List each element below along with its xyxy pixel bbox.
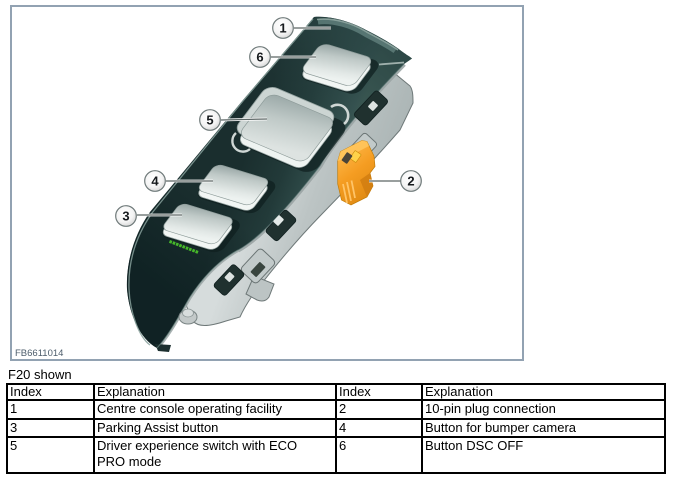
svg-text:2: 2 xyxy=(407,174,414,189)
svg-text:1: 1 xyxy=(279,21,286,36)
svg-text:5: 5 xyxy=(206,113,213,128)
svg-text:3: 3 xyxy=(122,209,129,224)
svg-text:4: 4 xyxy=(151,174,159,189)
svg-text:6: 6 xyxy=(256,50,263,65)
